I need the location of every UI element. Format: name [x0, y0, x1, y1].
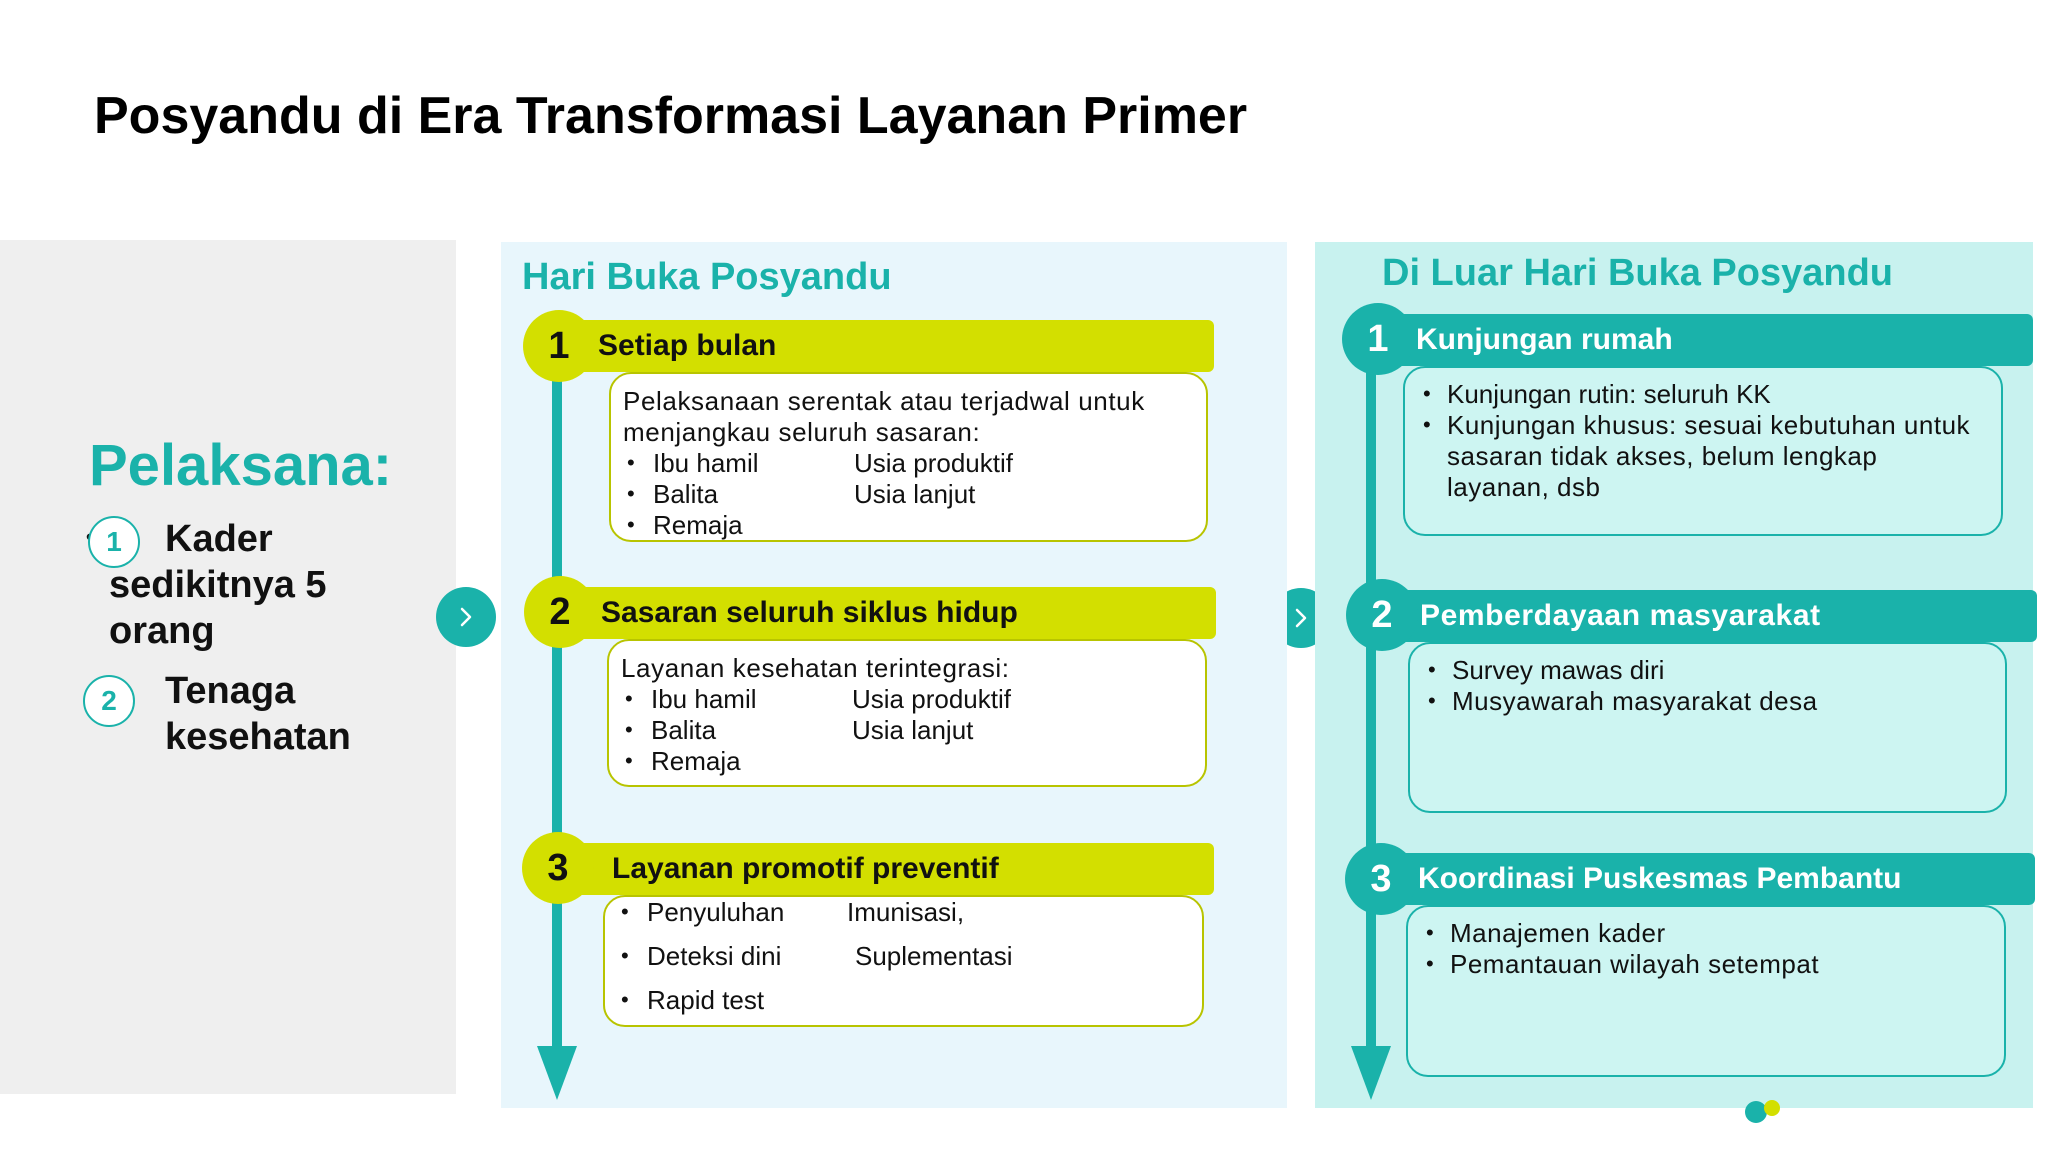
- section-number-badge: 1: [1342, 303, 1414, 375]
- logo-icon: [1745, 1100, 1780, 1123]
- outside-section-2-header: Pemberdayaan masyarakat: [1378, 590, 2037, 642]
- activity-item: Pemantauan wilayah setempat: [1450, 949, 1820, 979]
- target-item: Balita: [651, 715, 717, 745]
- arrow-down-icon: [537, 330, 577, 1100]
- section-number-badge: 1: [523, 310, 595, 382]
- activity-item: Survey mawas diri: [1452, 655, 1665, 685]
- outside-section-1-header: Kunjungan rumah: [1374, 314, 2033, 366]
- implementer-number-2: 2: [83, 675, 135, 727]
- target-item: Ibu hamil: [653, 448, 759, 478]
- section-number-badge: 2: [1346, 579, 1418, 651]
- outside-section-2-box: • Survey mawas diri • Musyawarah masyara…: [1408, 642, 2007, 813]
- open-day-section-3-header: Layanan promotif preventif: [556, 843, 1214, 895]
- section-number-badge: 2: [524, 576, 596, 648]
- implementer-item-2-line-1: Tenaga: [165, 670, 296, 712]
- implementer-item-1-line-2: sedikitnya 5: [109, 564, 327, 606]
- implementer-item-2-line-2: kesehatan: [165, 716, 351, 758]
- service-item: Imunisasi,: [847, 897, 965, 927]
- target-item: Usia lanjut: [852, 715, 974, 745]
- outside-section-3-header: Koordinasi Puskesmas Pembantu: [1376, 853, 2035, 905]
- implementer-number-1: 1: [88, 516, 140, 568]
- open-day-section-2-box: Layanan kesehatan terintegrasi: • Ibu ha…: [607, 639, 1207, 787]
- implementer-panel: [0, 240, 456, 1094]
- open-day-title: Hari Buka Posyandu: [522, 256, 892, 298]
- activity-item: Musyawarah masyarakat desa: [1452, 686, 1818, 716]
- arrow-down-icon: [1351, 330, 1391, 1100]
- activity-item-continuation: sasaran tidak akses, belum lengkap: [1447, 441, 1878, 471]
- open-day-section-1-box: Pelaksanaan serentak atau terjadwal untu…: [609, 372, 1208, 542]
- intro-line: menjangkau seluruh sasaran:: [623, 417, 981, 447]
- section-label: Kunjungan rumah: [1416, 323, 1673, 356]
- implementer-item-1-line-1: Kader: [165, 518, 273, 560]
- intro-line: Layanan kesehatan terintegrasi:: [621, 653, 1010, 683]
- section-label: Koordinasi Puskesmas Pembantu: [1418, 862, 1902, 895]
- section-label: Layanan promotif preventif: [612, 852, 999, 885]
- section-number-badge: 3: [1345, 843, 1417, 915]
- target-item: Ibu hamil: [651, 684, 757, 714]
- target-item: Remaja: [653, 510, 743, 540]
- open-day-section-1-header: Setiap bulan: [558, 320, 1214, 372]
- page-title: Posyandu di Era Transformasi Layanan Pri…: [94, 87, 1248, 145]
- section-label: Pemberdayaan masyarakat: [1420, 599, 1821, 632]
- activity-item: Manajemen kader: [1450, 918, 1666, 948]
- outside-open-day-title: Di Luar Hari Buka Posyandu: [1382, 252, 1894, 294]
- open-day-section-2-header: Sasaran seluruh siklus hidup: [558, 587, 1216, 639]
- intro-line: Pelaksanaan serentak atau terjadwal untu…: [623, 386, 1145, 416]
- activity-item-continuation: layanan, dsb: [1447, 472, 1601, 502]
- service-item: Deteksi dini: [647, 941, 782, 971]
- section-label: Sasaran seluruh siklus hidup: [601, 596, 1018, 629]
- service-item: Suplementasi: [855, 941, 1013, 971]
- activity-item: Kunjungan khusus: sesuai kebutuhan untuk: [1447, 410, 1971, 440]
- target-item: Usia produktif: [852, 684, 1011, 714]
- service-item: Rapid test: [647, 985, 765, 1015]
- outside-section-3-box: • Manajemen kader • Pemantauan wilayah s…: [1406, 905, 2006, 1077]
- section-label: Setiap bulan: [598, 329, 777, 362]
- target-item: Usia lanjut: [854, 479, 976, 509]
- target-item: Balita: [653, 479, 719, 509]
- chevron-right-icon: [436, 587, 496, 647]
- target-item: Remaja: [651, 746, 741, 776]
- activity-item: Kunjungan rutin: seluruh KK: [1447, 379, 1771, 409]
- section-number-badge: 3: [522, 832, 594, 904]
- implementer-heading: Pelaksana:: [89, 433, 393, 498]
- open-day-section-3-box: • Penyuluhan Imunisasi, • Deteksi dini S…: [603, 895, 1204, 1027]
- service-item: Penyuluhan: [647, 897, 785, 927]
- outside-section-1-box: • Kunjungan rutin: seluruh KK • Kunjunga…: [1403, 366, 2003, 536]
- implementer-item-1-line-3: orang: [109, 610, 215, 652]
- target-item: Usia produktif: [854, 448, 1013, 478]
